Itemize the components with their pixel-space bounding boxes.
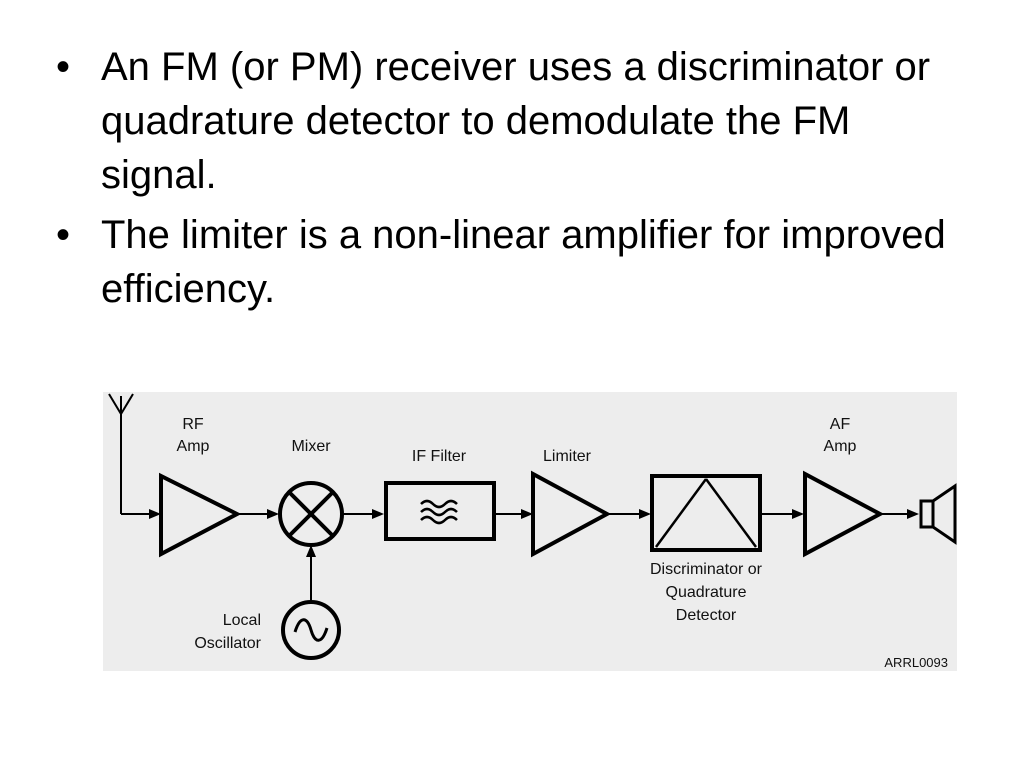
arrow-icon [149, 509, 161, 519]
bullet-text-1: An FM (or PM) receiver uses a discrimina… [101, 45, 931, 197]
rf-amp-block [159, 472, 242, 558]
arrow-icon [306, 545, 316, 557]
fm-receiver-block-diagram: RF Amp Mixer Local Oscillator IF Filter [103, 392, 957, 671]
limiter-block [531, 470, 612, 558]
bullet-text-2: The limiter is a non-linear amplifier fo… [101, 213, 946, 311]
arrow-icon [267, 509, 279, 519]
detector-label-line2: Quadrature [666, 584, 747, 601]
bullet-item-2: • The limiter is a non-linear amplifier … [56, 208, 956, 316]
arrow-icon [372, 509, 384, 519]
detector-block [650, 474, 762, 552]
bullet-item-1: • An FM (or PM) receiver uses a discrimi… [56, 40, 956, 202]
rf-amp-label-line1: RF [182, 416, 204, 433]
diagram-canvas: RF Amp Mixer Local Oscillator IF Filter [108, 393, 957, 670]
bullet-marker: • [56, 213, 71, 257]
af-amp-label-line2: Amp [824, 438, 857, 455]
antenna-icon [108, 393, 134, 514]
detector-label-line3: Detector [676, 607, 737, 624]
bullet-list: • An FM (or PM) receiver uses a discrimi… [56, 40, 956, 322]
detector-label-line1: Discriminator or [650, 561, 763, 578]
if-filter-label: IF Filter [412, 448, 467, 465]
speaker-icon [919, 483, 957, 545]
bullet-marker: • [56, 45, 71, 89]
figure-code: ARRL0093 [884, 655, 948, 670]
af-amp-block [803, 470, 885, 558]
rf-amp-label-line2: Amp [177, 438, 210, 455]
if-filter-block [384, 481, 496, 541]
arrow-icon [639, 509, 651, 519]
arrow-icon [792, 509, 804, 519]
mixer-block [278, 481, 344, 547]
local-oscillator-block [281, 600, 341, 660]
af-amp-label-line1: AF [830, 416, 851, 433]
mixer-label: Mixer [291, 438, 331, 455]
arrow-icon [521, 509, 533, 519]
local-oscillator-label-line1: Local [223, 612, 261, 629]
local-oscillator-label-line2: Oscillator [194, 635, 261, 652]
arrow-icon [907, 509, 919, 519]
limiter-label: Limiter [543, 448, 592, 465]
